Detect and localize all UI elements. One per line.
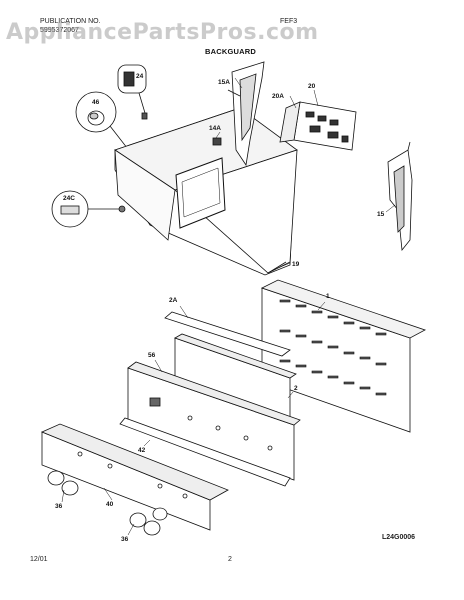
callout-24: 24 <box>136 73 144 80</box>
model-label: FEF3 <box>280 18 298 25</box>
callout-24c: 24C <box>63 195 75 202</box>
callout-19: 19 <box>292 261 300 268</box>
callout-36-left: 36 <box>55 503 63 510</box>
part-14a-clip <box>212 137 222 146</box>
diagram-code: L24G0006 <box>382 534 416 541</box>
part-24-switch <box>117 64 148 120</box>
part-2-panel <box>174 333 297 421</box>
callout-15a: 15A <box>218 79 230 86</box>
part-15a-bracket <box>227 61 265 167</box>
publication-number: 5995372067 <box>40 27 79 34</box>
publication-label: PUBLICATION NO. <box>40 18 101 25</box>
callout-42: 42 <box>138 447 146 454</box>
callout-15: 15 <box>377 211 385 218</box>
callout-40: 40 <box>106 501 114 508</box>
part-40-lower-panel <box>40 423 229 531</box>
part-56-control-panel <box>127 361 301 481</box>
part-15-bracket <box>387 141 413 252</box>
revision-date: 12/01 <box>30 556 48 563</box>
watermark-logo: AppliancePartsPros.com <box>6 20 319 45</box>
section-title: BACKGUARD <box>205 47 256 56</box>
callout-46: 46 <box>92 99 100 106</box>
callout-2: 2 <box>294 385 298 392</box>
part-24c-clip <box>51 190 126 228</box>
part-19-backguard <box>114 107 298 276</box>
callout-20a: 20A <box>272 93 284 100</box>
callout-36-right: 36 <box>121 536 129 543</box>
part-20-control-board <box>279 101 357 151</box>
part-46-knob <box>75 91 153 181</box>
part-2a-strip <box>164 311 291 357</box>
callout-56: 56 <box>148 352 156 359</box>
callout-1: 1 <box>326 293 330 300</box>
callout-20: 20 <box>308 83 316 90</box>
part-42-trim <box>119 417 291 487</box>
part-36-knobs <box>47 470 168 536</box>
callout-14a: 14A <box>209 125 221 132</box>
page-number: 2 <box>228 556 232 563</box>
callout-2a: 2A <box>169 297 178 304</box>
